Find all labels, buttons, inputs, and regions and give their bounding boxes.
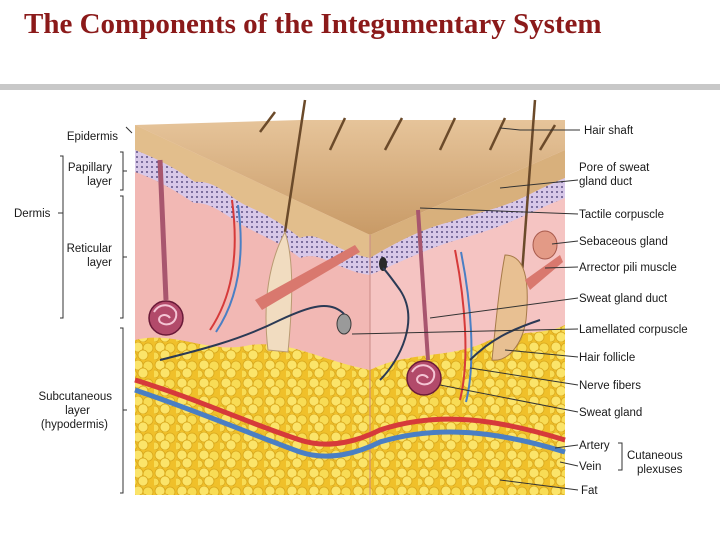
papillary-dots-left: [135, 150, 370, 275]
label-arrector: Arrector pili muscle: [579, 262, 677, 274]
label-sweat-duct: Sweat gland duct: [579, 293, 668, 305]
arrector-pili: [255, 245, 563, 310]
label-vein: Vein: [579, 461, 601, 473]
label-epidermis: Epidermis: [67, 131, 118, 143]
leader-lines: [351, 127, 623, 491]
left-labels: Epidermis Papillary layer Dermis Reticul…: [14, 131, 118, 431]
label-lamellated: Lamellated corpuscle: [579, 324, 688, 336]
label-reticular-2: layer: [87, 257, 112, 269]
epidermis-left-band: [135, 125, 370, 258]
right-labels: Hair shaft Pore of sweat gland duct Tact…: [579, 125, 688, 497]
label-hair-follicle: Hair follicle: [579, 352, 635, 364]
nerve-fibers: [159, 267, 541, 381]
label-sebaceous: Sebaceous gland: [579, 236, 668, 248]
label-nerve-fibers: Nerve fibers: [579, 380, 641, 392]
label-artery: Artery: [579, 440, 610, 452]
label-subcutaneous-1: Subcutaneous: [38, 391, 112, 403]
label-cutaneous-2: plexuses: [637, 464, 683, 476]
sebaceous-glands: [532, 230, 558, 260]
label-papillary-1: Papillary: [68, 162, 112, 174]
blood-vessels: [134, 199, 566, 459]
subcutaneous-fat-left: [135, 337, 370, 495]
slide-title: The Components of the Integumentary Syst…: [24, 8, 602, 40]
label-tactile: Tactile corpuscle: [579, 209, 664, 221]
label-dermis: Dermis: [14, 208, 51, 220]
lamellated-corpuscle-shape: [336, 313, 352, 335]
left-brackets: [58, 126, 133, 494]
label-cutaneous-1: Cutaneous: [627, 450, 683, 462]
epidermis-surface: [135, 120, 565, 235]
label-papillary-2: layer: [87, 176, 112, 188]
title-divider: [0, 84, 720, 90]
label-hair-shaft: Hair shaft: [584, 125, 634, 137]
label-subcutaneous-3: (hypodermis): [41, 419, 108, 431]
tactile-corpuscle-shape: [379, 257, 387, 271]
label-pore-2: gland duct: [579, 176, 633, 188]
label-subcutaneous-2: layer: [65, 405, 90, 417]
label-pore-1: Pore of sweat: [579, 162, 650, 174]
label-fat: Fat: [581, 485, 598, 497]
label-sweat-gland: Sweat gland: [579, 407, 642, 419]
sweat-glands: [148, 159, 442, 396]
label-reticular-1: Reticular: [67, 243, 113, 255]
